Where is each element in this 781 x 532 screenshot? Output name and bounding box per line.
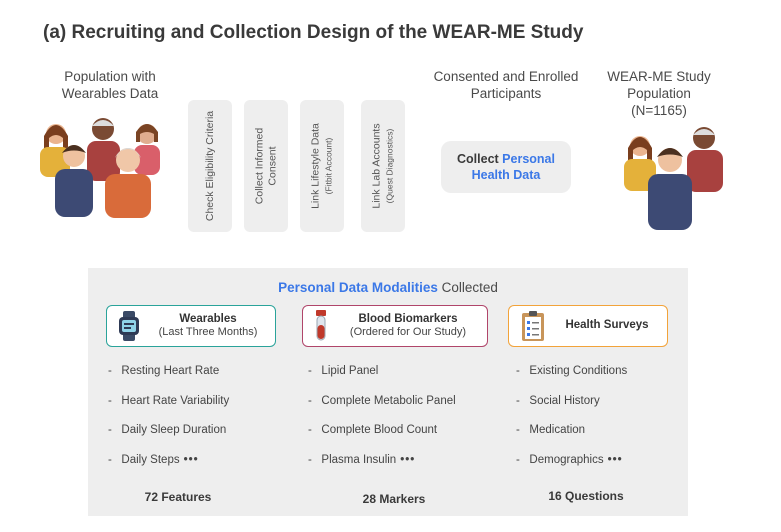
collect-health-data-box: Collect Personal Health Data (441, 141, 571, 193)
list-item: - Demographics••• (516, 453, 623, 466)
smartwatch-icon (119, 311, 139, 341)
person-icon (687, 127, 723, 192)
more-ellipsis: ••• (183, 453, 199, 466)
survey-question-count: 16 Questions (548, 489, 624, 503)
person-icon (55, 145, 93, 217)
wearables-feature-count: 72 Features (144, 490, 212, 504)
clipboard-icon (522, 311, 544, 341)
wearables-feature-list: - Resting Heart Rate - Heart Rate Variab… (108, 365, 229, 483)
person-icon (624, 136, 656, 191)
person-icon (134, 124, 160, 175)
survey-question-list: - Existing Conditions - Social History -… (516, 365, 627, 483)
figure-title: (a) Recruiting and Collection Design of … (43, 22, 584, 43)
data-modalities-panel: Personal Data Modalities Collected Weara… (88, 268, 688, 516)
list-item: - Daily Steps••• (108, 453, 199, 466)
blood-marker-list: - Lipid Panel - Complete Metabolic Panel… (308, 365, 456, 483)
modality-health-surveys: Health Surveys (508, 305, 668, 347)
left-caption: Population with Wearables Data (61, 69, 159, 101)
population-illustration (40, 118, 160, 218)
list-item: - Heart Rate Variability (108, 394, 230, 407)
step-link-lab: Link Lab Accounts(Quest Diagnostics) (361, 100, 405, 232)
step-link-lifestyle: Link Lifestyle Data(Fitbit Account) (300, 100, 344, 232)
blood-marker-count: 28 Markers (362, 492, 426, 506)
person-icon (648, 148, 692, 230)
list-item: - Complete Blood Count (308, 424, 438, 436)
list-item: - Daily Sleep Duration (108, 424, 227, 436)
modality-wearables: Wearables (Last Three Months) (106, 305, 276, 347)
person-icon (105, 148, 151, 218)
study-population-illustration (624, 127, 723, 230)
list-item: - Existing Conditions (516, 365, 628, 377)
list-item: - Complete Metabolic Panel (308, 394, 456, 407)
more-ellipsis: ••• (400, 453, 416, 466)
person-icon (87, 118, 120, 181)
list-item: - Plasma Insulin••• (308, 453, 416, 466)
panel-title: Personal Data Modalities Collected (278, 280, 498, 295)
step-collect-consent: Collect Informed Consent (244, 100, 288, 232)
list-item: - Medication (516, 424, 586, 436)
list-item: - Resting Heart Rate (108, 365, 220, 377)
modality-blood-biomarkers: Blood Biomarkers (Ordered for Our Study) (302, 305, 488, 347)
study-population-caption: WEAR-ME Study Population (N=1165) (607, 69, 711, 118)
enrolled-caption: Consented and Enrolled Participants (433, 69, 579, 101)
more-ellipsis: ••• (607, 453, 623, 466)
list-item: - Lipid Panel (308, 365, 379, 377)
blood-vial-icon (316, 310, 326, 341)
step-check-eligibility: Check Eligibility Criteria (188, 100, 232, 232)
list-item: - Social History (516, 394, 600, 407)
